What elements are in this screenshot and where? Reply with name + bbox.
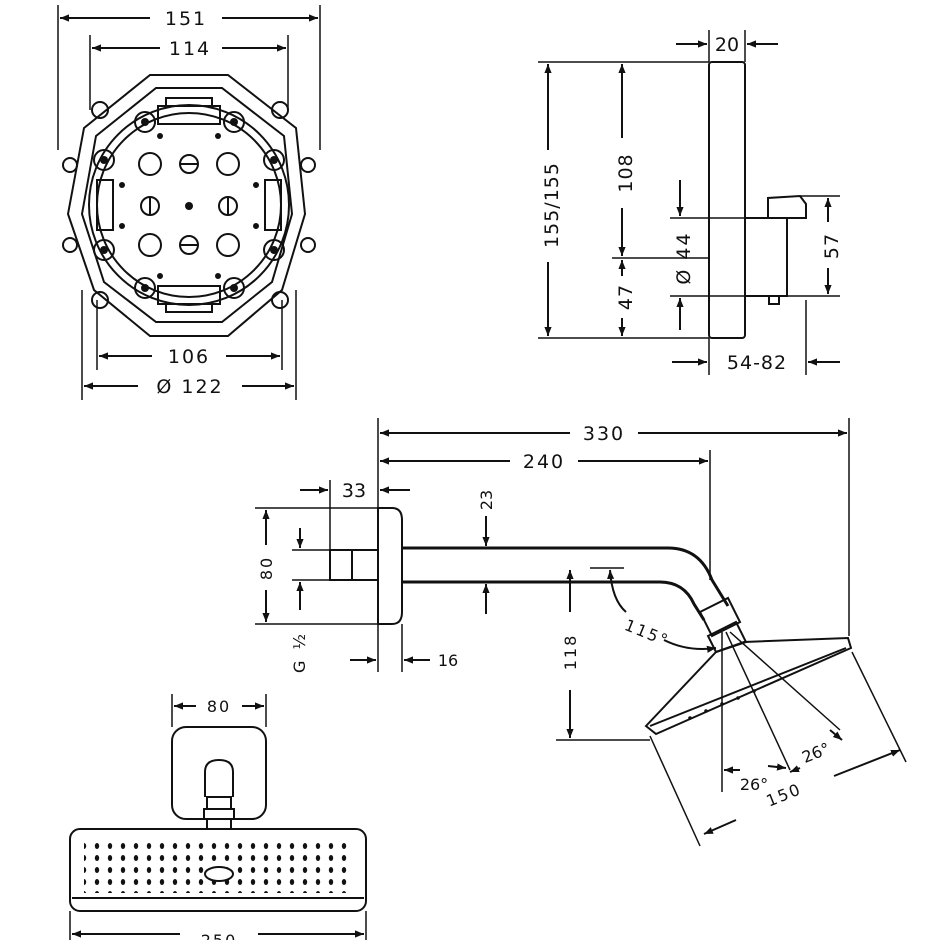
dim-106: 106 <box>168 346 210 368</box>
dim-26-deg-left: 26° <box>740 775 768 794</box>
dim-250: 250 <box>201 931 238 940</box>
arm-front <box>204 758 234 797</box>
dim-16: 16 <box>438 651 458 670</box>
dim-150: 150 <box>763 779 804 810</box>
dim-diameter-122: Ø 122 <box>156 376 223 398</box>
dim-108: 108 <box>615 153 637 192</box>
front-view: 80 250 <box>69 694 367 940</box>
dim-80-front: 80 <box>207 697 231 716</box>
thread-stub <box>329 549 379 581</box>
shower-arm-side-view: 330 240 33 23 80 G ½ 16 118 115° <box>255 418 907 847</box>
dim-54-82: 54-82 <box>727 352 787 374</box>
dim-20: 20 <box>715 34 739 56</box>
dim-57: 57 <box>821 233 843 259</box>
dim-240: 240 <box>523 451 565 473</box>
valve-body <box>744 217 788 297</box>
install-box-body <box>62 74 316 337</box>
shower-arm <box>402 546 730 607</box>
dim-diameter-44: Ø 44 <box>673 231 695 284</box>
install-box-view: 151 114 106 Ø 122 <box>57 5 321 400</box>
shower-head-front <box>69 828 367 912</box>
dim-23: 23 <box>477 490 496 510</box>
dim-151: 151 <box>165 8 207 30</box>
dim-33: 33 <box>342 480 366 502</box>
dim-26-deg-right: 26° <box>799 739 832 767</box>
shower-head-side <box>644 636 853 736</box>
dim-115-deg: 115° <box>622 615 672 650</box>
thermostat-side-view: 155/155 108 47 Ø 44 57 20 54-82 <box>538 30 843 375</box>
trim-plate <box>708 61 746 339</box>
wall-escutcheon <box>171 726 267 820</box>
dim-47: 47 <box>615 284 637 310</box>
dim-118: 118 <box>561 634 580 671</box>
dim-80-flange: 80 <box>257 556 276 580</box>
dim-330: 330 <box>583 423 625 445</box>
dim-114: 114 <box>169 38 211 60</box>
dim-155-155: 155/155 <box>541 162 563 248</box>
dim-thread-g-half: G ½ <box>290 631 309 673</box>
wall-flange <box>377 507 403 625</box>
